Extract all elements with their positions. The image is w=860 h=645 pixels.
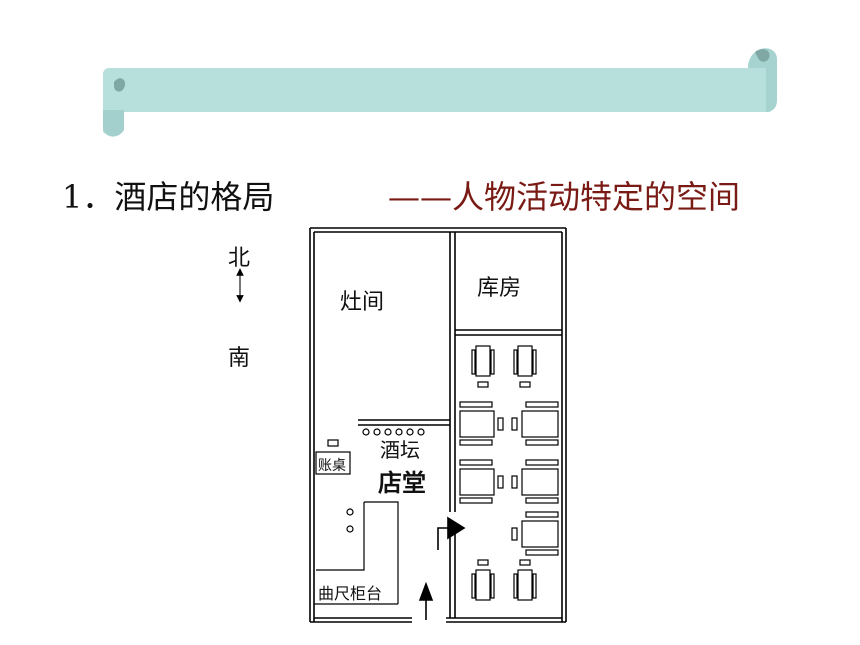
interior-wall	[358, 232, 562, 618]
number-separator: ．	[82, 178, 115, 216]
compass-north-label: 北	[228, 246, 251, 271]
counter-outline	[314, 501, 399, 605]
hall-label: 店堂	[378, 468, 426, 497]
section-subtitle: ——人物活动特定的空间	[388, 178, 741, 216]
section-heading: 1．酒店的格局	[62, 172, 274, 218]
outer-walls	[309, 227, 567, 623]
compass-south-label: 南	[228, 346, 251, 371]
cashier-desk	[315, 439, 351, 475]
section-title: 酒店的格局	[114, 178, 275, 216]
counter-label: 曲尺柜台	[318, 584, 383, 603]
north-south-arrow-icon	[236, 268, 244, 303]
cashier-desk-label: 账桌	[318, 458, 346, 474]
hall-tables	[459, 345, 559, 601]
wine-jars-label: 酒坛	[380, 438, 420, 462]
storeroom-label: 库房	[477, 276, 522, 301]
floor-plan	[309, 227, 567, 623]
scroll-banner	[103, 48, 777, 137]
entrance-arrows	[418, 516, 466, 620]
kitchen-label: 灶间	[340, 290, 385, 315]
section-number: 1	[62, 178, 83, 216]
wine-jars	[346, 428, 425, 533]
